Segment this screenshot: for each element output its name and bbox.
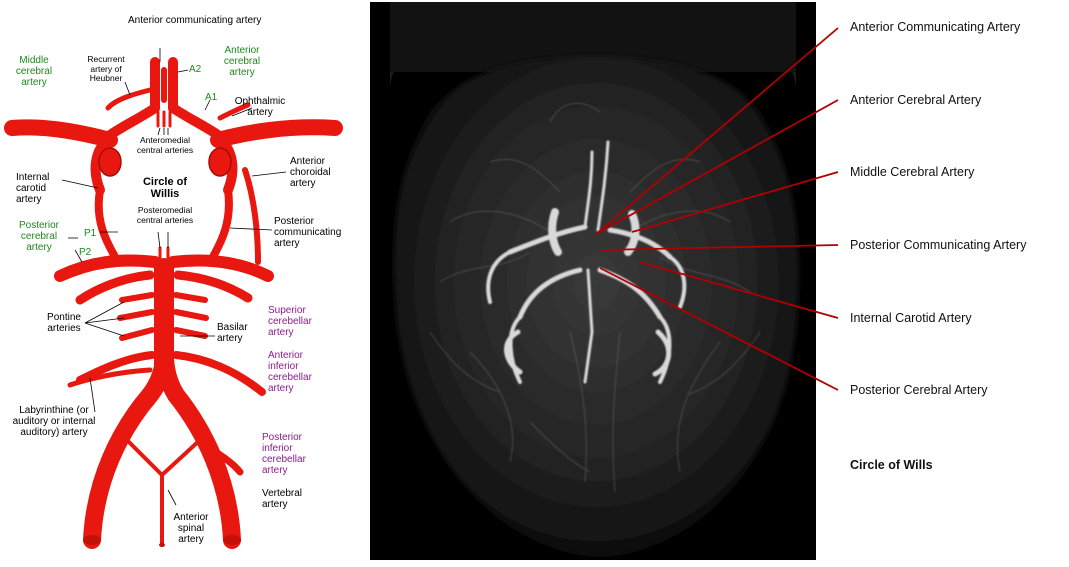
label-anterior-choroidal: Anterior choroidal artery (290, 156, 350, 189)
label-recurrent-heubner: Recurrent artery of Heubner (82, 55, 130, 84)
vertebral-left-end (83, 535, 101, 545)
label-a2: A2 (189, 64, 201, 75)
label-anterior-spinal: Anterior spinal artery (168, 512, 214, 545)
label-internal-carotid: Internal carotid artery (16, 172, 62, 205)
label-posteromedial-central: Posteromedial central arteries (134, 206, 196, 225)
internal-carotid-right-end (209, 148, 231, 176)
label-circle-of-willis: Circle of Willis (136, 176, 194, 200)
vertebral-artery-left (92, 360, 164, 540)
label-anterior-inferior-cerebellar: Anterior inferior cerebellar artery (268, 350, 332, 394)
mra-label-anterior-cerebral: Anterior Cerebral Artery (850, 93, 981, 107)
middle-cerebral-left (12, 127, 110, 140)
middle-cerebral-right (218, 127, 335, 140)
mra-illustration (370, 2, 816, 560)
label-basilar: Basilar artery (217, 322, 257, 344)
label-anteromedial-central: Anteromedial central arteries (136, 136, 194, 155)
mra-label-posterior-cerebral: Posterior Cerebral Artery (850, 383, 988, 397)
label-anterior-cerebral: Anterior cerebral artery (218, 45, 266, 78)
mra-label-internal-carotid: Internal Carotid Artery (850, 311, 972, 325)
label-labyrinthine: Labyrinthine (or auditory or internal au… (10, 405, 98, 438)
label-pontine: Pontine arteries (42, 312, 86, 334)
label-ophthalmic: Ophthalmic artery (232, 96, 288, 118)
label-middle-cerebral: Middle cerebral artery (8, 55, 60, 88)
mra-label-posterior-communicating: Posterior Communicating Artery (850, 238, 1026, 252)
circle-of-willis-diagram: Anterior communicating artery Recurrent … (0, 0, 360, 562)
mra-angiogram-image (370, 2, 816, 560)
label-p1: P1 (84, 228, 96, 239)
label-anterior-communicating: Anterior communicating artery (128, 15, 261, 26)
label-posterior-cerebral: Posterior cerebral artery (12, 220, 66, 253)
label-posterior-communicating: Posterior communicating artery (274, 216, 354, 249)
label-vertebral: Vertebral artery (262, 488, 312, 510)
label-p2: P2 (79, 247, 91, 258)
label-superior-cerebellar: Superior cerebellar artery (268, 305, 326, 338)
vertebral-right-end (223, 535, 241, 545)
mra-label-anterior-communicating: Anterior Communicating Artery (850, 20, 1020, 34)
label-posterior-inferior-cerebellar: Posterior inferior cerebellar artery (262, 432, 322, 476)
mra-title: Circle of Wills (850, 458, 933, 472)
posterior-communicating-left (99, 190, 118, 262)
posterior-communicating-right (210, 190, 229, 262)
label-a1: A1 (205, 92, 217, 103)
internal-carotid-left-end (99, 148, 121, 176)
mra-label-middle-cerebral: Middle Cerebral Artery (850, 165, 974, 179)
